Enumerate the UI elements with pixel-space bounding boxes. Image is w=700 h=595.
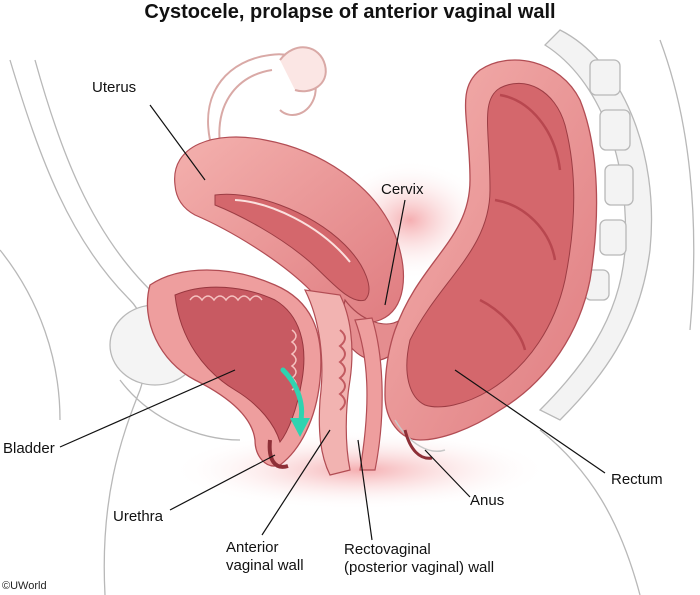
copyright-notice: ©UWorld <box>2 580 47 592</box>
bladder <box>146 269 322 467</box>
label-bladder: Bladder <box>3 440 55 457</box>
rectovaginal-wall-leader <box>357 439 373 541</box>
label-rectovaginal-wall-1: Rectovaginal <box>344 541 431 558</box>
cervix-leader <box>384 199 406 306</box>
anus-leader <box>424 449 471 498</box>
urethra-leader <box>169 454 276 511</box>
leader-lines <box>59 104 606 541</box>
label-cervix: Cervix <box>381 181 424 198</box>
label-anterior-vaginal-wall-2: vaginal wall <box>226 557 304 574</box>
rectum-leader <box>454 369 606 474</box>
uterus-leader <box>149 104 206 181</box>
bladder-leader <box>59 369 236 448</box>
diagram-title: Cystocele, prolapse of anterior vaginal … <box>144 1 556 23</box>
rectum <box>384 59 598 452</box>
prolapse-arrow <box>280 367 310 437</box>
label-uterus: Uterus <box>92 79 137 96</box>
urethra <box>267 439 289 469</box>
anal-canal <box>403 429 433 460</box>
label-anus: Anus <box>470 492 505 509</box>
label-anterior-vaginal-wall-1: Anterior <box>226 539 279 556</box>
label-urethra: Urethra <box>113 508 164 525</box>
label-rectum: Rectum <box>611 471 663 488</box>
fallopian-tube <box>207 46 327 146</box>
vagina <box>303 289 383 476</box>
anterior-vaginal-wall-leader <box>261 429 331 536</box>
uterus <box>174 136 405 324</box>
label-rectovaginal-wall-2: (posterior vaginal) wall <box>344 559 495 576</box>
